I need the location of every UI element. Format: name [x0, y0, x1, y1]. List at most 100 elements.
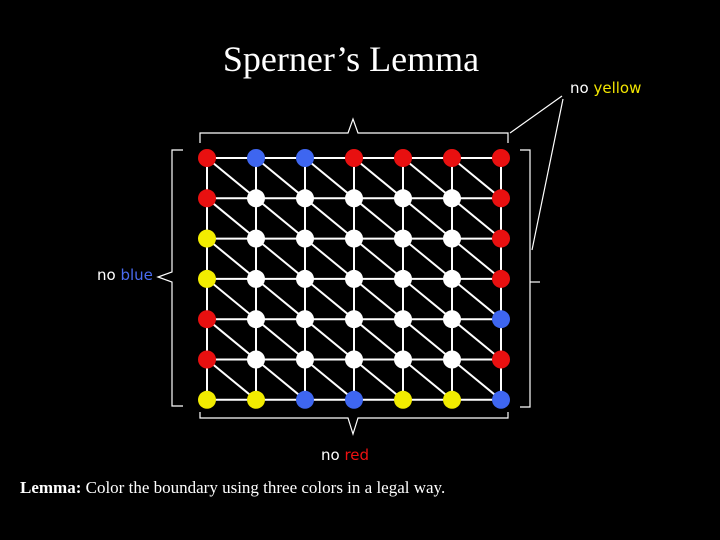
- grid-edge-diagonal: [255, 278, 306, 320]
- label-no-blue-word: blue: [120, 266, 153, 284]
- grid-vertex: [394, 269, 412, 288]
- grid-edge-diagonal: [206, 358, 257, 401]
- grid-vertex: [198, 189, 216, 208]
- grid-vertex: [296, 229, 314, 248]
- grid-edge-diagonal: [206, 237, 257, 280]
- label-no-yellow-word: yellow: [593, 79, 642, 97]
- grid-vertex: [198, 149, 216, 167]
- grid-vertex: [394, 229, 412, 248]
- grid-edge-diagonal: [206, 318, 257, 361]
- grid-edge-diagonal: [304, 237, 355, 280]
- grid-vertex: [345, 189, 363, 208]
- grid-edge-diagonal: [451, 318, 502, 361]
- grid-edge-diagonal: [451, 278, 502, 320]
- grid-vertex: [443, 350, 461, 369]
- grid-edge-diagonal: [353, 318, 404, 361]
- grid-edge-diagonal: [255, 157, 306, 200]
- bottom-bracket: [199, 412, 509, 437]
- grid-vertex: [247, 350, 265, 369]
- grid-edge-diagonal: [402, 197, 453, 240]
- grid-edge-diagonal: [451, 157, 502, 200]
- boundary-brackets: [156, 95, 564, 437]
- grid-vertex: [394, 310, 412, 329]
- grid-vertex: [296, 390, 314, 409]
- grid-vertex: [198, 310, 216, 329]
- grid-edge-diagonal: [304, 197, 355, 240]
- grid-edge-diagonal: [402, 157, 453, 200]
- grid-edge-diagonal: [402, 278, 453, 320]
- grid-vertex: [296, 350, 314, 369]
- grid-edge-diagonal: [255, 318, 306, 361]
- grid-edge-diagonal: [255, 237, 306, 280]
- grid-vertex: [492, 229, 510, 248]
- grid-edge-diagonal: [206, 278, 257, 320]
- grid-edge-diagonal: [304, 157, 355, 200]
- grid-vertex: [345, 310, 363, 329]
- grid-vertex: [247, 189, 265, 208]
- caption-text: Color the boundary using three colors in…: [85, 478, 446, 497]
- label-no-yellow: no yellow: [570, 79, 641, 97]
- grid-edge-diagonal: [353, 278, 404, 320]
- label-no-red: no red: [321, 446, 369, 464]
- grid-vertex: [198, 390, 216, 409]
- label-no-red-prefix: no: [321, 446, 340, 464]
- grid-vertex: [247, 229, 265, 248]
- top-bracket: [199, 117, 509, 143]
- grid-vertex: [296, 310, 314, 329]
- grid-edge-diagonal: [304, 358, 355, 401]
- label-no-blue-prefix: no: [97, 266, 116, 284]
- grid-vertex: [345, 390, 363, 409]
- grid-edge-diagonal: [451, 197, 502, 240]
- grid-edge-diagonal: [402, 237, 453, 280]
- grid-edge-diagonal: [353, 157, 404, 200]
- grid-vertex: [443, 229, 461, 248]
- label-no-blue: no blue: [97, 266, 153, 284]
- grid-edge-diagonal: [206, 197, 257, 240]
- grid-vertex: [492, 390, 510, 409]
- left-bracket: [156, 149, 183, 407]
- grid-vertex: [443, 149, 461, 167]
- grid-edge-diagonal: [402, 358, 453, 401]
- grid-vertex: [492, 269, 510, 288]
- grid-vertex: [345, 269, 363, 288]
- grid-vertex: [443, 310, 461, 329]
- grid-vertex: [492, 189, 510, 208]
- pointer-line-top: [509, 95, 563, 134]
- grid-edge-diagonal: [304, 278, 355, 320]
- grid-edge-diagonal: [402, 318, 453, 361]
- grid-vertex: [296, 149, 314, 167]
- grid-edge-diagonal: [255, 358, 306, 401]
- grid-edge-diagonal: [353, 358, 404, 401]
- lemma-caption: Lemma: Color the boundary using three co…: [20, 478, 445, 498]
- grid-vertex: [198, 350, 216, 369]
- grid-nodes: [198, 149, 510, 409]
- grid-vertex: [443, 189, 461, 208]
- grid-vertex: [443, 269, 461, 288]
- grid-vertex: [247, 390, 265, 409]
- grid-vertex: [247, 310, 265, 329]
- grid-vertex: [345, 229, 363, 248]
- grid-vertex: [198, 229, 216, 248]
- pointer-line-right: [531, 98, 564, 251]
- grid-edge-diagonal: [353, 197, 404, 240]
- grid-vertex: [247, 269, 265, 288]
- grid-vertex: [492, 149, 510, 167]
- grid-vertex: [394, 350, 412, 369]
- grid-vertex: [345, 350, 363, 369]
- grid-edge-diagonal: [255, 197, 306, 240]
- grid-vertex: [394, 189, 412, 208]
- grid-vertex: [492, 310, 510, 329]
- grid-vertex: [492, 350, 510, 369]
- grid-edge-diagonal: [451, 358, 502, 401]
- grid-edge-diagonal: [451, 237, 502, 280]
- grid-vertex: [296, 269, 314, 288]
- grid-vertex: [394, 149, 412, 167]
- slide-title: Sperner’s Lemma: [222, 39, 480, 79]
- label-no-yellow-prefix: no: [570, 79, 589, 97]
- grid-vertex: [394, 390, 412, 409]
- label-no-red-word: red: [344, 446, 370, 464]
- grid-vertex: [198, 269, 216, 288]
- grid-vertex: [247, 149, 265, 167]
- grid-vertex: [345, 149, 363, 167]
